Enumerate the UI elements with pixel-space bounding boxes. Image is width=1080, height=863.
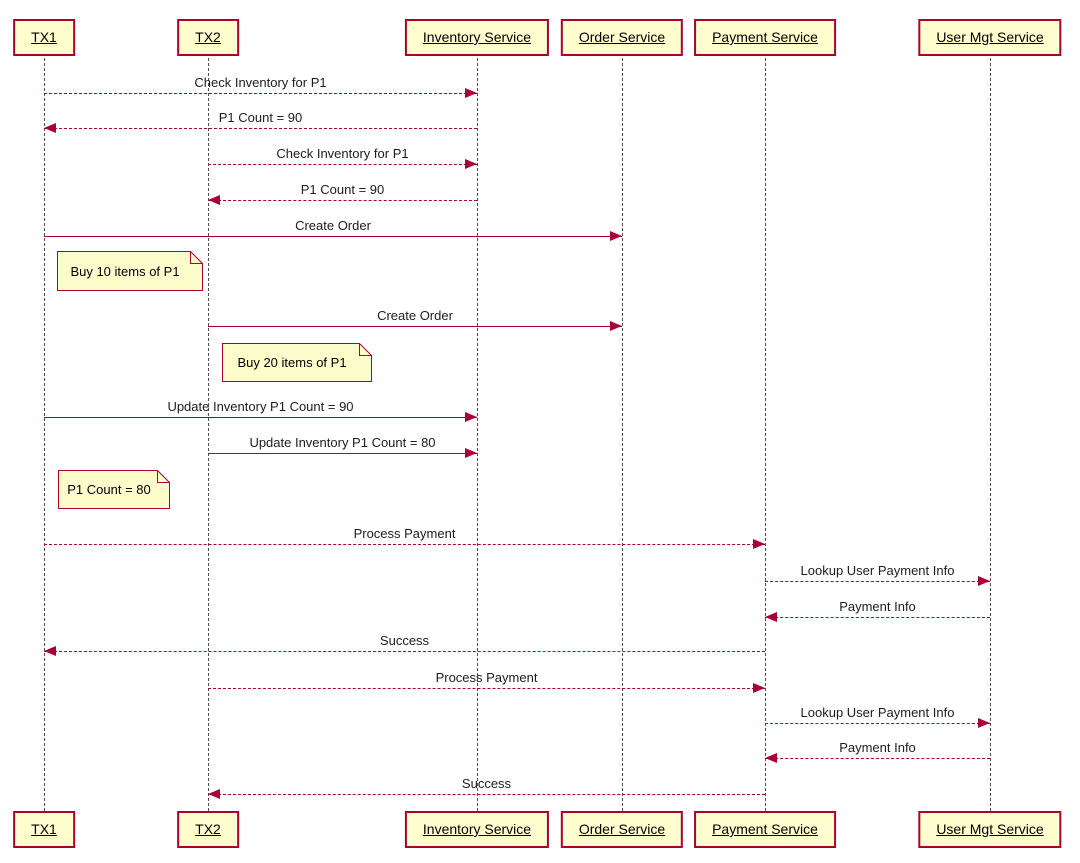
message-line xyxy=(208,688,765,689)
participant-top-payment-service: Payment Service xyxy=(694,19,836,56)
note-buy-20-items-of-p1: Buy 20 items of P1 xyxy=(222,343,372,382)
message-line xyxy=(208,326,622,327)
arrowhead-icon xyxy=(978,718,990,728)
lifeline-user-mgt-service xyxy=(990,58,991,811)
lifeline-tx1 xyxy=(44,58,45,811)
message-label: Create Order xyxy=(377,308,453,323)
note-text: Buy 20 items of P1 xyxy=(237,355,347,370)
note-shape-icon xyxy=(222,343,372,382)
message-label: Success xyxy=(461,776,512,791)
message-label: Success xyxy=(379,633,430,648)
arrowhead-icon xyxy=(765,612,777,622)
message-label: Process Payment xyxy=(353,526,456,541)
participant-bottom-order-service: Order Service xyxy=(560,811,684,848)
message-label: P1 Count = 90 xyxy=(218,110,303,125)
message-line xyxy=(765,723,990,724)
message-line xyxy=(208,164,477,165)
participant-top-tx1: TX1 xyxy=(13,19,75,56)
message-label: Lookup User Payment Info xyxy=(800,563,955,578)
participant-bottom-tx2: TX2 xyxy=(177,811,239,848)
message-line xyxy=(765,758,990,759)
message-label: Payment Info xyxy=(839,740,916,755)
note-shape-icon xyxy=(58,470,170,509)
message-label: Update Inventory P1 Count = 90 xyxy=(167,399,354,414)
message-label: Payment Info xyxy=(839,599,916,614)
arrowhead-icon xyxy=(610,231,622,241)
message-label: Check Inventory for P1 xyxy=(276,146,409,161)
message-label: Lookup User Payment Info xyxy=(800,705,955,720)
lifeline-inventory-service xyxy=(477,58,478,811)
note-fold-icon xyxy=(359,343,372,356)
note-fold-icon xyxy=(157,470,170,483)
message-line xyxy=(765,581,990,582)
participant-bottom-inventory-service: Inventory Service xyxy=(404,811,550,848)
participant-top-user-mgt-service: User Mgt Service xyxy=(918,19,1062,56)
participant-bottom-user-mgt-service: User Mgt Service xyxy=(918,811,1062,848)
lifeline-payment-service xyxy=(765,58,766,811)
message-line xyxy=(208,200,477,201)
participant-top-order-service: Order Service xyxy=(560,19,684,56)
message-line xyxy=(765,617,990,618)
message-label: Create Order xyxy=(295,218,371,233)
arrowhead-icon xyxy=(753,539,765,549)
message-line xyxy=(44,417,477,418)
note-buy-10-items-of-p1: Buy 10 items of P1 xyxy=(57,251,203,291)
note-fold-icon xyxy=(190,251,203,264)
message-line xyxy=(44,651,765,652)
note-shape-icon xyxy=(57,251,203,291)
participant-top-inventory-service: Inventory Service xyxy=(404,19,550,56)
participant-bottom-tx1: TX1 xyxy=(13,811,75,848)
message-line xyxy=(44,93,477,94)
message-line xyxy=(44,544,765,545)
note-text: P1 Count = 80 xyxy=(67,482,151,497)
message-line xyxy=(208,453,477,454)
message-line xyxy=(44,128,477,129)
arrowhead-icon xyxy=(753,683,765,693)
arrowhead-icon xyxy=(208,789,220,799)
message-label: Check Inventory for P1 xyxy=(194,75,327,90)
message-line xyxy=(44,236,622,237)
arrowhead-icon xyxy=(208,195,220,205)
participant-bottom-payment-service: Payment Service xyxy=(694,811,836,848)
arrowhead-icon xyxy=(765,753,777,763)
lifeline-tx2 xyxy=(208,58,209,811)
arrowhead-icon xyxy=(610,321,622,331)
arrowhead-icon xyxy=(44,123,56,133)
arrowhead-icon xyxy=(465,448,477,458)
participant-top-tx2: TX2 xyxy=(177,19,239,56)
arrowhead-icon xyxy=(465,412,477,422)
arrowhead-icon xyxy=(44,646,56,656)
arrowhead-icon xyxy=(465,159,477,169)
arrowhead-icon xyxy=(978,576,990,586)
note-p1-count-80: P1 Count = 80 xyxy=(58,470,170,509)
arrowhead-icon xyxy=(465,88,477,98)
message-label: P1 Count = 90 xyxy=(300,182,385,197)
message-label: Process Payment xyxy=(435,670,538,685)
note-text: Buy 10 items of P1 xyxy=(70,263,180,279)
lifeline-order-service xyxy=(622,58,623,811)
message-label: Update Inventory P1 Count = 80 xyxy=(249,435,436,450)
message-line xyxy=(208,794,765,795)
